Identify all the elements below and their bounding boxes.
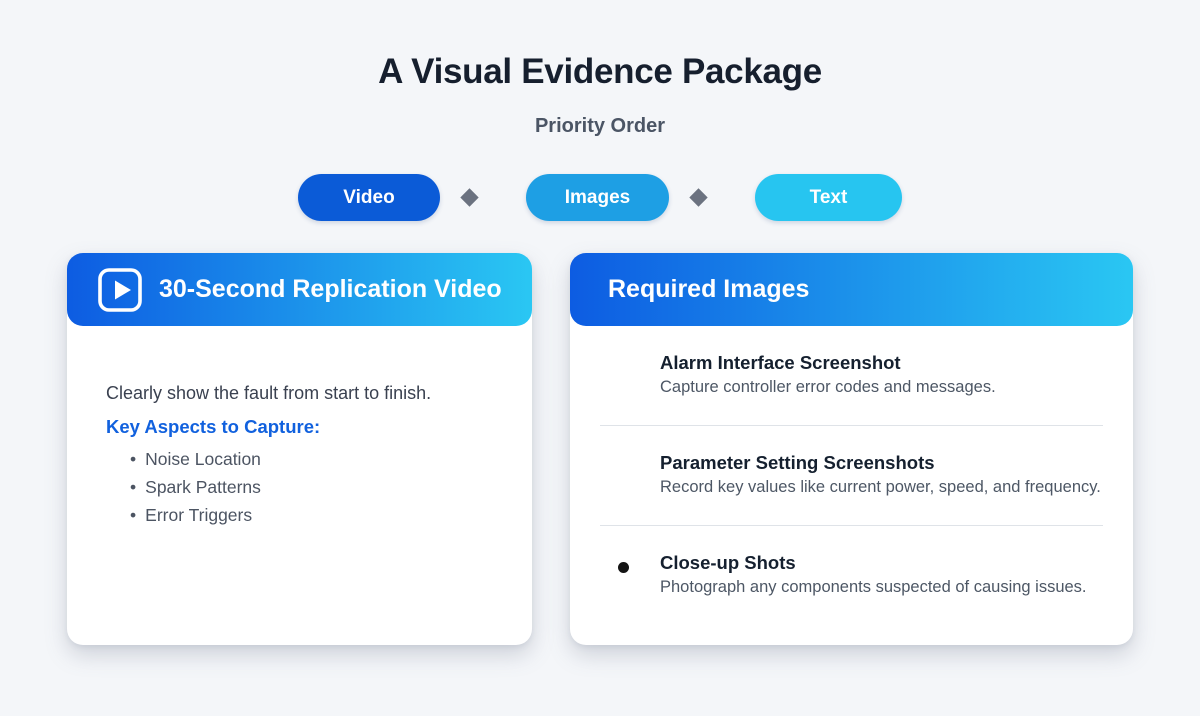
required-image-item: Parameter Setting Screenshots Record key… xyxy=(600,425,1103,525)
diamond-icon xyxy=(460,188,479,207)
video-card-header: 30-Second Replication Video xyxy=(67,253,532,326)
priority-pills-row: Video Images Text xyxy=(0,174,1200,221)
item-title: Alarm Interface Screenshot xyxy=(660,352,901,373)
images-card-title: Required Images xyxy=(608,275,810,303)
bullet-dot-icon xyxy=(618,562,629,573)
page-title: A Visual Evidence Package xyxy=(378,52,822,91)
priority-order-label: Priority Order xyxy=(534,115,666,137)
video-card: 30-Second Replication Video Clearly show… xyxy=(67,253,532,645)
video-card-title: 30-Second Replication Video xyxy=(159,275,502,303)
list-item: Noise Location xyxy=(130,445,496,473)
pill-text: Text xyxy=(755,174,902,221)
images-card-body: Alarm Interface Screenshot Capture contr… xyxy=(570,326,1133,625)
item-title: Parameter Setting Screenshots xyxy=(660,452,935,473)
item-description: Photograph any components suspected of c… xyxy=(660,578,1087,596)
images-card-header: Required Images xyxy=(570,253,1133,326)
diamond-icon xyxy=(689,188,708,207)
item-description: Capture controller error codes and messa… xyxy=(660,378,996,396)
item-title: Close-up Shots xyxy=(660,552,796,573)
key-aspects-heading: Key Aspects to Capture: xyxy=(106,416,321,437)
play-icon xyxy=(98,267,142,312)
item-description: Record key values like current power, sp… xyxy=(660,478,1101,496)
required-image-item: Alarm Interface Screenshot Capture contr… xyxy=(600,326,1103,425)
list-item: Error Triggers xyxy=(130,501,496,529)
key-aspects-list: Noise Location Spark Patterns Error Trig… xyxy=(106,445,496,529)
pill-video: Video xyxy=(298,174,440,221)
list-item: Spark Patterns xyxy=(130,473,496,501)
images-card: Required Images Alarm Interface Screensh… xyxy=(570,253,1133,645)
video-card-body: Clearly show the fault from start to fin… xyxy=(67,326,532,529)
required-image-item: Close-up Shots Photograph any components… xyxy=(600,525,1103,625)
video-description: Clearly show the fault from start to fin… xyxy=(106,383,432,403)
pill-images: Images xyxy=(526,174,669,221)
